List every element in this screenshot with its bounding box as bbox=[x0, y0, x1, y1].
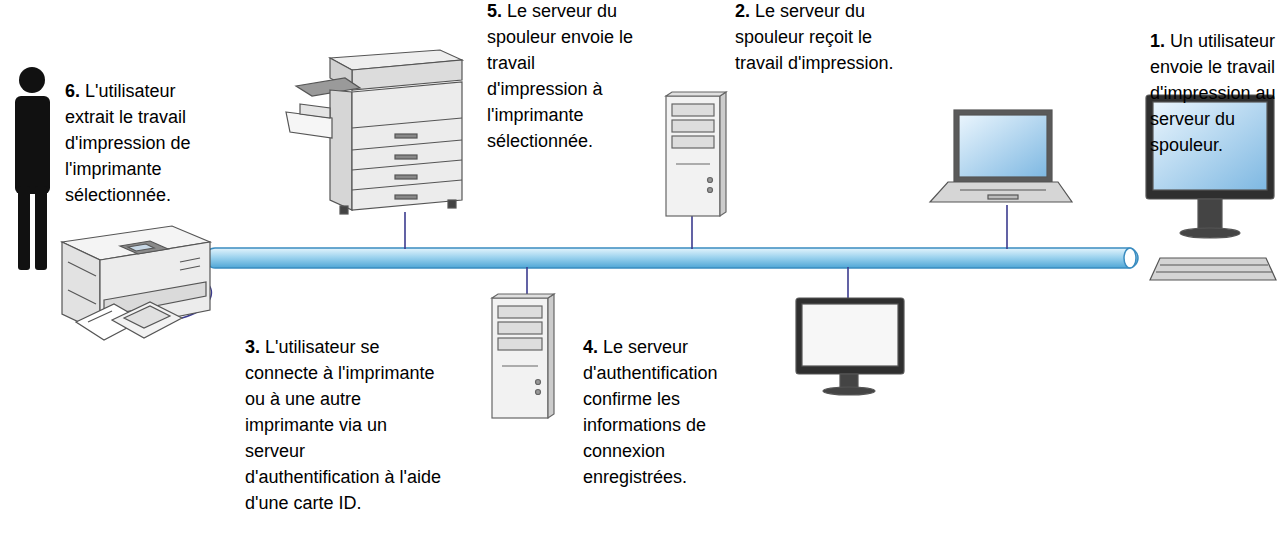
callout-number: 5. bbox=[487, 1, 502, 21]
workstation-monitor bbox=[796, 298, 904, 395]
callout-number: 2. bbox=[735, 1, 750, 21]
laser-printer bbox=[62, 226, 210, 332]
id-card-reader bbox=[76, 302, 182, 340]
step-description: Un utilisateur envoie le travail d'impre… bbox=[1150, 31, 1276, 155]
callout-number: 4. bbox=[583, 337, 598, 357]
step-callout: 4.Le serveur d'authentification confirme… bbox=[583, 334, 723, 490]
callout-number: 3. bbox=[245, 337, 260, 357]
step-description: Le serveur du spouleur reçoit le travail… bbox=[735, 1, 894, 73]
step-callout: 1.Un utilisateur envoie le travail d'imp… bbox=[1150, 28, 1279, 158]
step-callout: 6.L'utilisateur extrait le travail d'imp… bbox=[65, 78, 200, 208]
step-description: L'utilisateur extrait le travail d'impre… bbox=[65, 81, 191, 205]
step-description: L'utilisateur se connecte à l'imprimante… bbox=[245, 337, 441, 513]
step-callout: 3.L'utilisateur se connecte à l'impriman… bbox=[245, 334, 443, 516]
laptop bbox=[930, 110, 1072, 202]
network-bus bbox=[205, 248, 1138, 268]
spooler-server bbox=[666, 92, 726, 216]
step-callout: 5.Le serveur du spouleur envoie le trava… bbox=[487, 0, 637, 154]
authentication-server bbox=[492, 294, 554, 418]
callout-number: 1. bbox=[1150, 31, 1165, 51]
callout-number: 6. bbox=[65, 81, 80, 101]
step-callout: 2.Le serveur du spouleur reçoit le trava… bbox=[735, 0, 900, 76]
step-description: Le serveur du spouleur envoie le travail… bbox=[487, 1, 633, 151]
step-description: Le serveur d'authentification confirme l… bbox=[583, 337, 718, 487]
multifunction-printer bbox=[286, 50, 462, 214]
person-silhouette bbox=[15, 67, 50, 270]
